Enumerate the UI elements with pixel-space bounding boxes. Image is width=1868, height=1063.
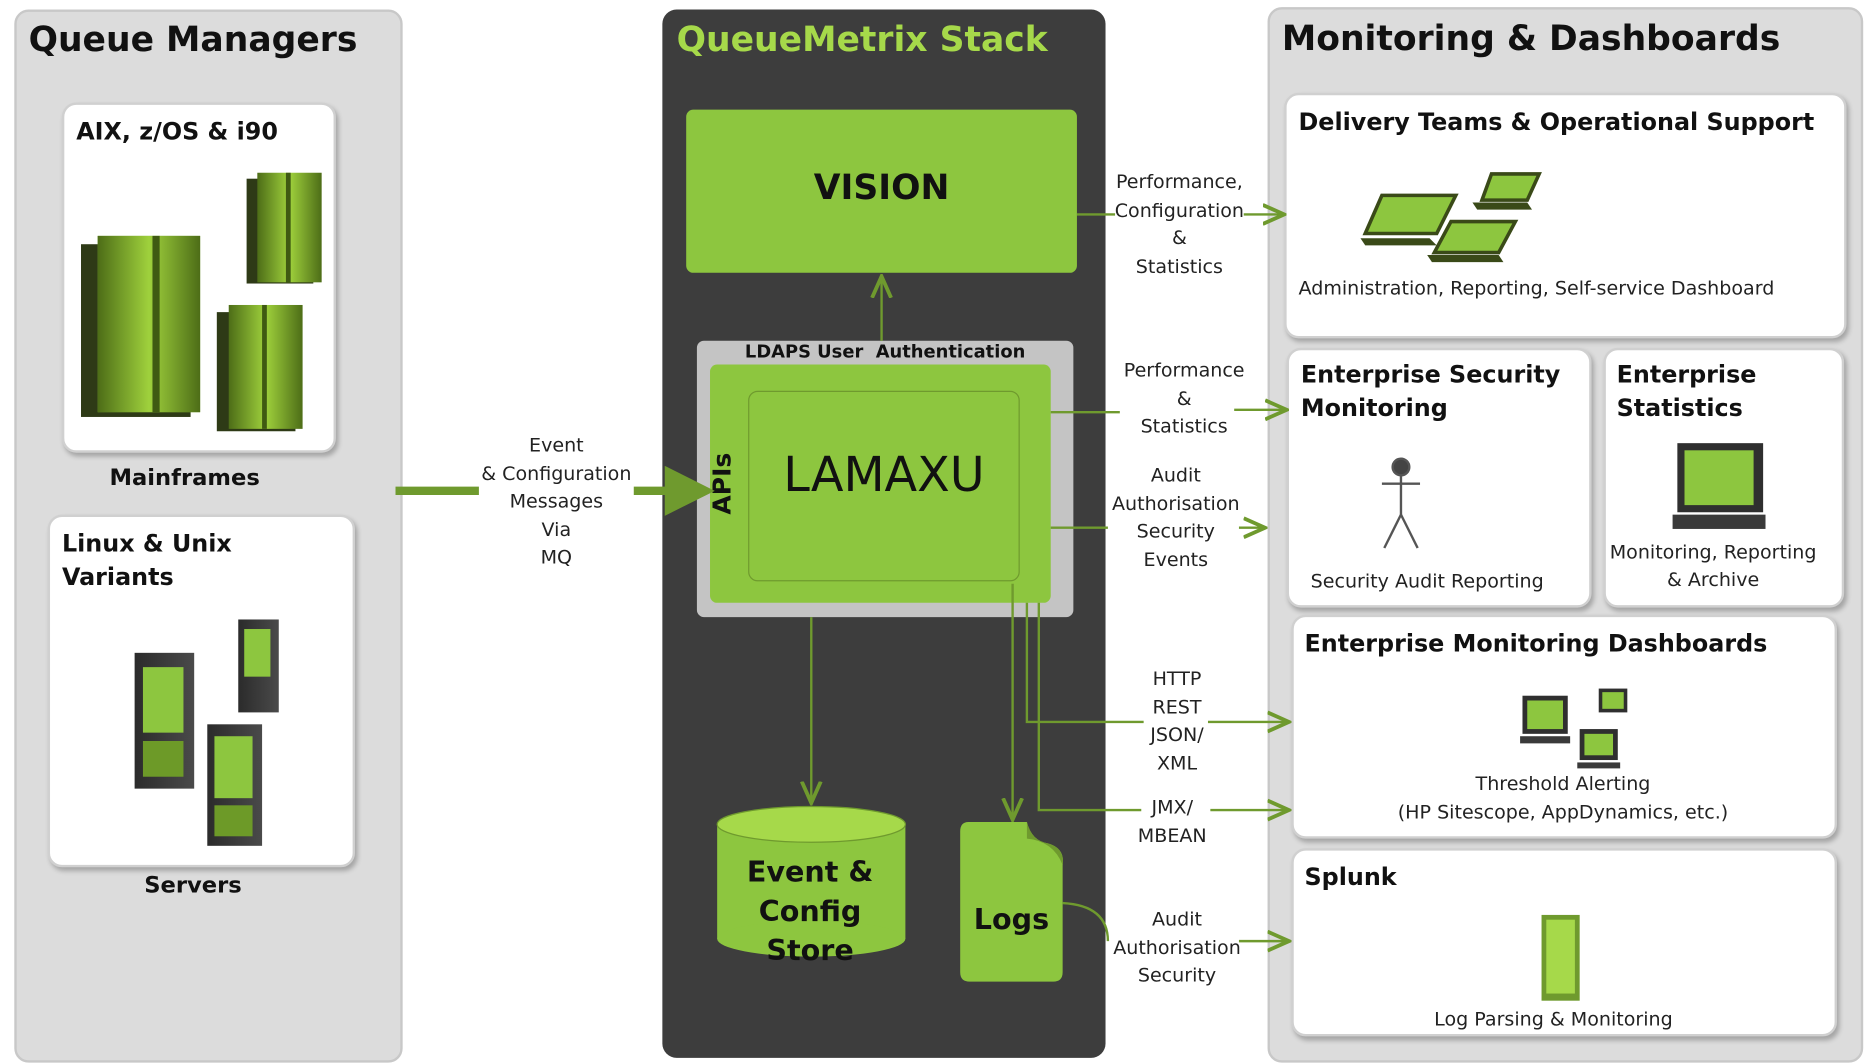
lamaxu-inner-box [748, 390, 1020, 582]
mainframes-card [61, 102, 336, 453]
statistics-caption: Monitoring, Reporting & Archive [1609, 540, 1817, 591]
http-rest-label-line: HTTP [1152, 667, 1202, 690]
security-monitoring-title: Enterprise Security Monitoring [1300, 359, 1561, 422]
threshold-alerting-tools-caption: (HP Sitescope, AppDynamics, etc.) [1397, 800, 1729, 824]
inbound-mq-label-line: MQ [540, 545, 573, 569]
inbound-mq-label-line: Event [529, 433, 584, 457]
http-rest-label-line: JSON/ [1150, 723, 1204, 746]
perf-config-stats-label-line: Performance, [1115, 170, 1243, 193]
statistics-title: Enterprise Statistics [1616, 359, 1757, 422]
audit-security-label-line: Audit [1152, 907, 1203, 931]
vision-label: VISION [813, 166, 950, 208]
threshold-alerting-caption: Threshold Alerting [1475, 771, 1651, 795]
perf-config-stats-label-line: & [1171, 226, 1187, 249]
queue-managers-title: Queue Managers [28, 19, 358, 60]
jmx-label-line: JMX/ [1151, 795, 1194, 819]
mainframes-label: Mainframes [109, 464, 260, 491]
splunk-caption: Log Parsing & Monitoring [1434, 1007, 1673, 1031]
monitoring-title: Monitoring & Dashboards [1281, 17, 1781, 59]
lamaxu-outer-box[interactable] [710, 364, 1051, 603]
servers-card-title: Linux & Unix Variants [61, 528, 232, 591]
perf-stats-label-line: Statistics [1140, 414, 1228, 438]
perf-config-stats-label: Performance, Configuration & Statistics [1106, 168, 1254, 280]
inbound-mq-label-line: Messages [509, 489, 604, 513]
lamaxu-label: LAMAXU [783, 447, 985, 503]
audit-events-label-line: Authorisation [1112, 491, 1240, 515]
servers-card [47, 514, 356, 868]
event-store-label: Event & Config Store [746, 855, 874, 968]
monitoring-dashboards-title: Enterprise Monitoring Dashboards [1304, 629, 1768, 658]
http-rest-label-line: XML [1156, 751, 1198, 774]
audit-events-label-line: Audit [1150, 463, 1201, 487]
ldaps-label: LDAPS User Authentication [744, 340, 1026, 363]
perf-config-stats-label-line: Statistics [1135, 254, 1223, 277]
jmx-label: JMX/MBEAN [1129, 793, 1215, 849]
delivery-teams-caption: Administration, Reporting, Self-service … [1298, 276, 1775, 300]
jmx-label-line: MBEAN [1137, 823, 1207, 847]
http-rest-label-line: REST [1152, 695, 1202, 718]
vision-box[interactable] [686, 109, 1077, 273]
mainframes-card-title: AIX, z/OS & i90 [76, 116, 278, 146]
perf-stats-label-line: & [1176, 386, 1192, 410]
http-rest-label: HTTP REST JSON/XML [1139, 665, 1215, 777]
perf-stats-label: Performance & Statistics [1117, 356, 1250, 440]
splunk-title: Splunk [1304, 862, 1397, 892]
audit-security-label-line: Security [1137, 963, 1217, 987]
perf-config-stats-label-line: Configuration [1114, 198, 1245, 221]
stack-title: QueueMetrix Stack [676, 19, 1048, 60]
delivery-teams-title: Delivery Teams & Operational Support [1298, 107, 1815, 136]
servers-label: Servers [144, 872, 242, 899]
security-monitoring-card [1286, 347, 1592, 608]
audit-security-label-line: Authorisation [1113, 935, 1241, 959]
audit-events-label-line: Events [1143, 547, 1209, 571]
perf-stats-label-line: Performance [1123, 358, 1245, 382]
audit-events-label-line: Security [1136, 519, 1215, 543]
apis-label: APIs [707, 452, 737, 515]
inbound-mq-label-line: & Configuration [481, 461, 632, 485]
security-monitoring-caption: Security Audit Reporting [1310, 569, 1544, 593]
logs-label: Logs [973, 903, 1050, 937]
inbound-mq-label-line: Via [541, 517, 572, 541]
